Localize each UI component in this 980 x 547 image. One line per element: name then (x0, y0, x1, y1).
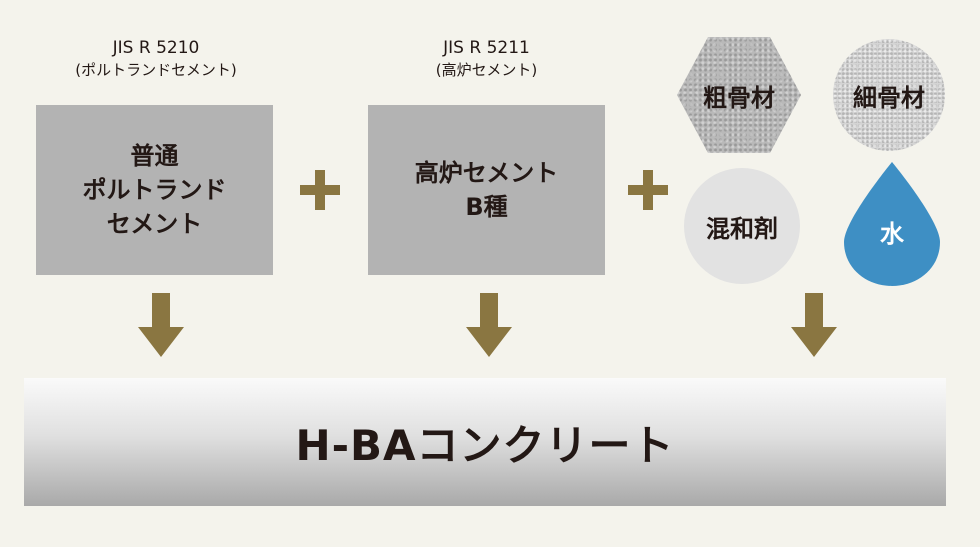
admixture-label: 混和剤 (706, 214, 778, 243)
box1-line-1: 普通 (130, 142, 179, 170)
coarse-aggregate-hexagon (677, 37, 801, 153)
down-arrow-icon-3 (791, 293, 837, 357)
water-label: 水 (880, 219, 904, 248)
plus-icon-1 (300, 170, 340, 210)
down-arrow-icon-2 (466, 293, 512, 357)
standard-note-2: (高炉セメント) (435, 61, 538, 79)
box2-line-1: 高炉セメント (414, 159, 559, 187)
standard-code-2: JIS R 5211 (443, 38, 530, 58)
admixture-circle (684, 168, 800, 284)
h-ba-concrete-label: H-BAコンクリート (295, 420, 675, 470)
standard-code-1: JIS R 5210 (112, 38, 200, 58)
standard-note-1: (ポルトランドセメント) (75, 61, 237, 79)
fine-aggregate-circle (833, 39, 945, 151)
box1-line-3: セメント (106, 210, 203, 238)
box1-line-2: ポルトランド (82, 176, 227, 204)
box2-line-2: B種 (465, 193, 508, 221)
fine-aggregate-label: 細骨材 (853, 83, 925, 112)
standard-label-2: JIS R 5211 (高炉セメント) (368, 37, 605, 81)
coarse-aggregate-label: 粗骨材 (703, 83, 775, 112)
water-drop-icon (838, 160, 946, 288)
ordinary-portland-cement-box: 普通 ポルトランド セメント (36, 105, 273, 275)
down-arrow-icon-1 (138, 293, 184, 357)
h-ba-concrete-bar: H-BAコンクリート (24, 378, 946, 506)
standard-label-1: JIS R 5210 (ポルトランドセメント) (36, 37, 276, 81)
plus-icon-2 (628, 170, 668, 210)
blast-furnace-cement-box: 高炉セメント B種 (368, 105, 605, 275)
